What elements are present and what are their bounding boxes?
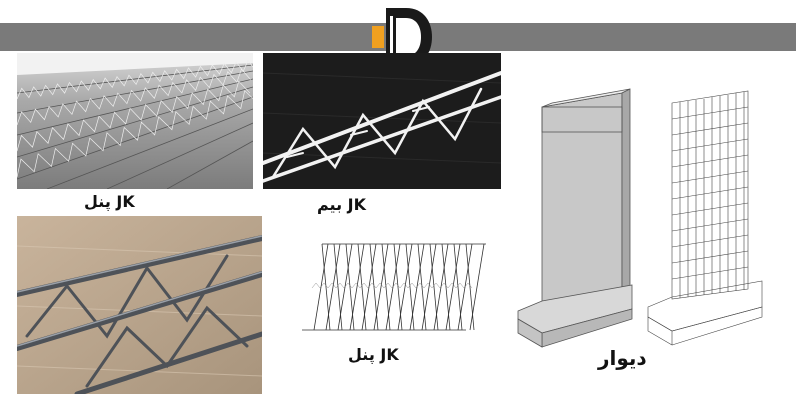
caption-wall-sketch: دیوار [598, 346, 647, 370]
jk-beam-photo [263, 53, 501, 189]
caption-jk-panel-sketch: JK پنل [348, 345, 399, 364]
caption-jk-panel-photo: JK پنل [84, 192, 135, 211]
jk-panel-photo [17, 53, 253, 189]
brand-logo [366, 4, 438, 68]
jk-panel-sketch [300, 238, 488, 338]
truss-closeup-photo [17, 216, 262, 394]
caption-jk-beam-photo: JK بیم [317, 195, 367, 214]
wall-sketch [512, 85, 772, 350]
